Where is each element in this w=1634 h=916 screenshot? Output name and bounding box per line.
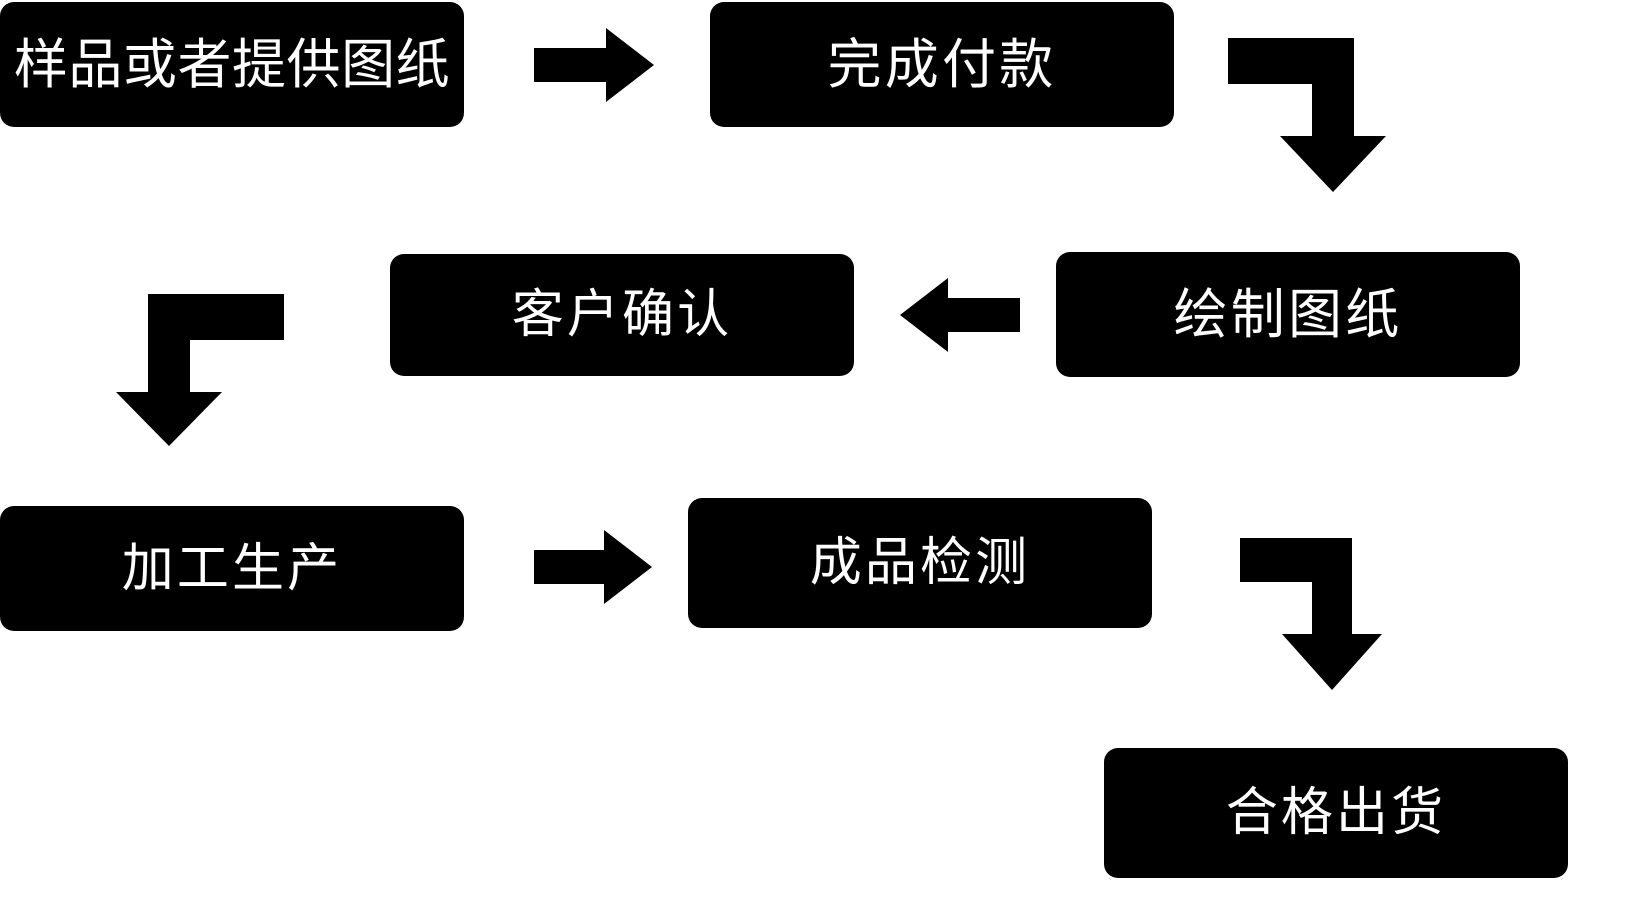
arrow-elbow-left-down-icon [112, 294, 284, 446]
flow-node-label: 合格出货 [1225, 783, 1447, 843]
arrow-left-icon [900, 278, 1020, 352]
flow-node-finished-inspection[interactable]: 成品检测 [688, 498, 1152, 628]
flow-node-qualified-shipment[interactable]: 合格出货 [1104, 748, 1568, 878]
flow-node-label: 成品检测 [809, 533, 1031, 593]
arrow-right-icon [534, 28, 654, 102]
flow-node-label: 加工生产 [121, 538, 343, 599]
flow-node-processing-production[interactable]: 加工生产 [0, 506, 464, 631]
flow-node-label: 样品或者提供图纸 [13, 32, 451, 96]
flow-node-customer-confirm[interactable]: 客户确认 [390, 254, 854, 376]
arrow-right-icon [534, 530, 652, 604]
flow-node-label: 客户确认 [511, 285, 733, 345]
flow-node-sample-drawing[interactable]: 样品或者提供图纸 [0, 2, 464, 127]
flow-node-label: 完成付款 [827, 32, 1057, 96]
flow-node-complete-payment[interactable]: 完成付款 [710, 2, 1174, 127]
flow-node-draw-drawing[interactable]: 绘制图纸 [1056, 252, 1520, 377]
arrow-elbow-down-icon [1240, 538, 1390, 690]
flow-node-label: 绘制图纸 [1173, 282, 1403, 346]
arrow-elbow-down-icon [1228, 38, 1396, 192]
